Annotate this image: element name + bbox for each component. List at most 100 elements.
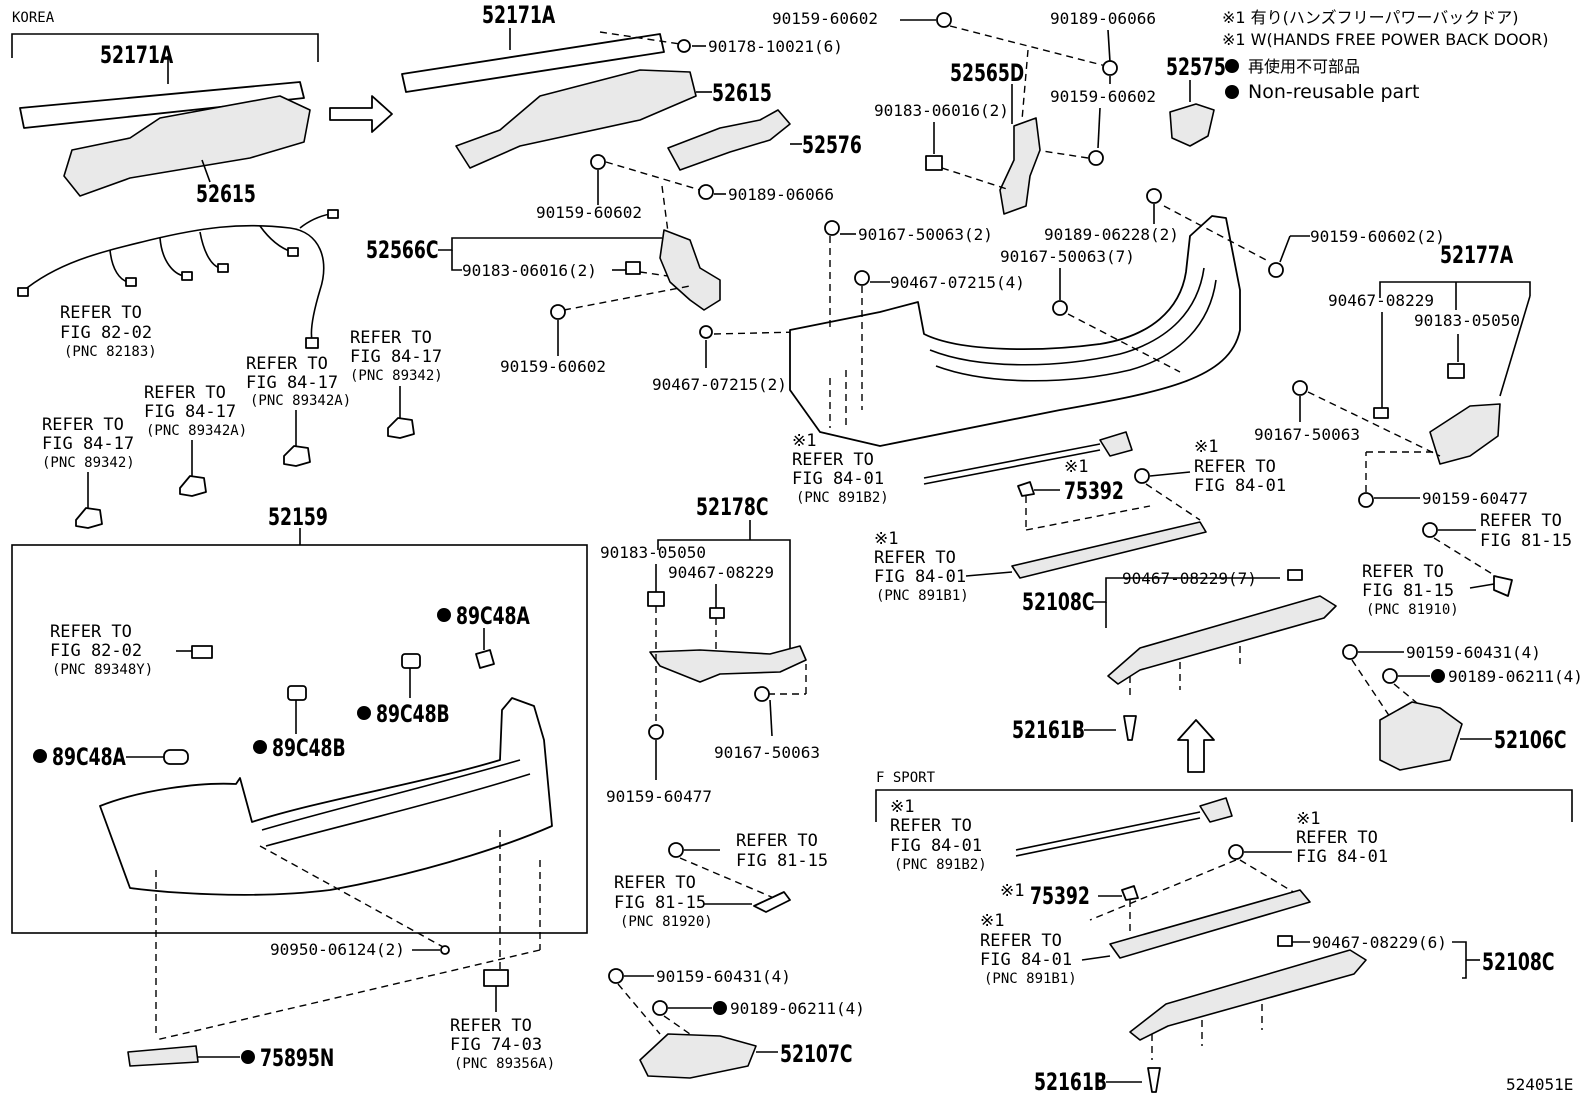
- ref-fig-74-03[interactable]: FIG 74-03: [450, 1035, 542, 1055]
- part-label-90189[interactable]: 90189-06066: [1050, 9, 1156, 28]
- screw-icon[interactable]: [754, 686, 770, 702]
- part-label-90167[interactable]: 90167-50063: [1254, 425, 1360, 444]
- clip-icon[interactable]: [1373, 407, 1389, 419]
- part-label-90183[interactable]: 90183-05050: [1414, 311, 1520, 330]
- ref-fig-84-17[interactable]: FIG 84-17: [144, 402, 236, 422]
- bolt-icon[interactable]: [590, 154, 606, 170]
- part-label-52108c[interactable]: 52108C: [1022, 588, 1095, 616]
- sensor-icon[interactable]: [283, 445, 311, 467]
- part-label-52576[interactable]: 52576: [802, 131, 862, 159]
- sensor-icon[interactable]: [179, 475, 207, 497]
- nut-icon[interactable]: [1102, 60, 1118, 76]
- clip-icon[interactable]: [625, 261, 641, 275]
- sensor-retainer[interactable]: [475, 649, 495, 669]
- part-label-90178[interactable]: 90178-10021(6): [708, 37, 843, 56]
- part-label-52171a[interactable]: 52171A: [482, 1, 556, 29]
- wire-harness[interactable]: [17, 209, 339, 349]
- part-label-52565d[interactable]: 52565D: [950, 59, 1024, 87]
- absorber-korea[interactable]: [63, 95, 311, 197]
- part-label-90467[interactable]: 90467-08229: [668, 563, 774, 582]
- part-label-52178c[interactable]: 52178C: [696, 493, 769, 521]
- part-label-90189[interactable]: 90189-06066: [728, 185, 834, 204]
- part-label-90467[interactable]: 90467-08229: [1328, 291, 1434, 310]
- part-label-52108c[interactable]: 52108C: [1482, 948, 1555, 976]
- part-label-52615[interactable]: 52615: [712, 79, 772, 107]
- part-label-90167[interactable]: 90167-50063: [714, 743, 820, 762]
- nut-icon[interactable]: [1382, 668, 1398, 684]
- cover-cap[interactable]: [753, 891, 791, 913]
- nut-icon[interactable]: [677, 39, 691, 53]
- part-label-89c48b[interactable]: 89C48B: [272, 734, 346, 762]
- bumper-rear-panel[interactable]: [789, 215, 1241, 447]
- part-label-90467[interactable]: 90467-08229(7): [1122, 569, 1257, 588]
- bracket-52575[interactable]: [1169, 103, 1215, 147]
- part-label-75392[interactable]: 75392: [1030, 882, 1090, 910]
- part-label-90159[interactable]: 90159-60602: [772, 9, 878, 28]
- part-label-90183[interactable]: 90183-05050: [600, 543, 706, 562]
- sensor-retainer[interactable]: [287, 685, 307, 701]
- ref-fig-81-15[interactable]: FIG 81-15: [1362, 581, 1454, 601]
- cover-52106c[interactable]: [1379, 701, 1463, 771]
- part-label-90159[interactable]: 90159-60602: [500, 357, 606, 376]
- part-label-52615-korea[interactable]: 52615: [196, 180, 256, 208]
- clip-icon[interactable]: [1447, 363, 1465, 379]
- bolt-icon[interactable]: [608, 968, 624, 984]
- part-label-90159[interactable]: 90159-60431(4): [656, 967, 791, 986]
- part-label-52161b[interactable]: 52161B: [1034, 1068, 1107, 1096]
- bracket-52566c[interactable]: [659, 229, 721, 311]
- bolt-icon[interactable]: [1088, 150, 1104, 166]
- bracket-icon[interactable]: [191, 645, 213, 659]
- ref-fig-81-15[interactable]: FIG 81-15: [1480, 531, 1572, 551]
- nut-icon[interactable]: [652, 1000, 668, 1016]
- bracket-52178c[interactable]: [649, 645, 807, 683]
- part-label-90167[interactable]: 90167-50063(2): [858, 225, 993, 244]
- clip-icon[interactable]: [1147, 1067, 1161, 1093]
- ref-fig-82-02[interactable]: FIG 82-02: [60, 323, 152, 343]
- clip-icon[interactable]: [854, 270, 870, 286]
- kick-sensor-connector[interactable]: [1199, 797, 1233, 823]
- part-label-90189[interactable]: 90189-06211(4): [1448, 667, 1583, 686]
- part-label-90159[interactable]: 90159-60477: [1422, 489, 1528, 508]
- part-label-89c48b[interactable]: 89C48B: [376, 700, 450, 728]
- part-label-90183[interactable]: 90183-06016(2): [874, 101, 1009, 120]
- part-label-90467[interactable]: 90467-08229(6): [1312, 933, 1447, 952]
- clip-icon[interactable]: [647, 591, 665, 607]
- bolt-icon[interactable]: [1268, 262, 1284, 278]
- ref-fig-84-17[interactable]: FIG 84-17: [350, 347, 442, 367]
- garnish-52108c[interactable]: [1129, 949, 1367, 1041]
- part-label-90159[interactable]: 90159-60602: [1050, 87, 1156, 106]
- part-label-90467[interactable]: 90467-07215(2): [652, 375, 787, 394]
- part-label-52566c[interactable]: 52566C: [366, 236, 439, 264]
- clip-icon[interactable]: [1121, 885, 1139, 901]
- screw-icon[interactable]: [1052, 300, 1068, 316]
- clip-icon[interactable]: [699, 325, 713, 339]
- kick-sensor-connector[interactable]: [1099, 431, 1133, 457]
- part-label-52106c[interactable]: 52106C: [1494, 726, 1567, 754]
- kick-sensor[interactable]: [1011, 521, 1207, 579]
- part-label-90189[interactable]: 90189-06228(2): [1044, 225, 1179, 244]
- clip-icon[interactable]: [709, 607, 725, 619]
- sensor-icon[interactable]: [387, 417, 415, 439]
- bracket-52576[interactable]: [667, 109, 791, 171]
- ref-fig-84-17[interactable]: FIG 84-17: [246, 373, 338, 393]
- part-label-75895n[interactable]: 75895N: [260, 1044, 334, 1072]
- sensor-retainer[interactable]: [163, 749, 189, 765]
- bracket-52565d[interactable]: [999, 117, 1041, 215]
- energy-absorber[interactable]: [455, 69, 697, 169]
- part-label-75392[interactable]: 75392: [1064, 477, 1124, 505]
- part-label-52177a[interactable]: 52177A: [1440, 241, 1514, 269]
- ref-fig-82-02[interactable]: FIG 82-02: [50, 641, 142, 661]
- bolt-icon[interactable]: [668, 842, 684, 858]
- part-label-90159[interactable]: 90159-60602: [536, 203, 642, 222]
- part-label-90467[interactable]: 90467-07215(4): [890, 273, 1025, 292]
- bumper-cover[interactable]: [99, 697, 553, 896]
- clip-icon[interactable]: [1017, 481, 1035, 497]
- cover-cap[interactable]: [1493, 575, 1513, 597]
- part-label-52161b[interactable]: 52161B: [1012, 716, 1085, 744]
- part-label-90183[interactable]: 90183-06016(2): [462, 261, 597, 280]
- ref-fig-84-01[interactable]: FIG 84-01: [792, 469, 884, 489]
- sensor-retainer[interactable]: [401, 653, 421, 669]
- bracket-52177a[interactable]: [1429, 403, 1501, 465]
- reinforcement[interactable]: [401, 33, 665, 93]
- screw-icon[interactable]: [550, 304, 566, 320]
